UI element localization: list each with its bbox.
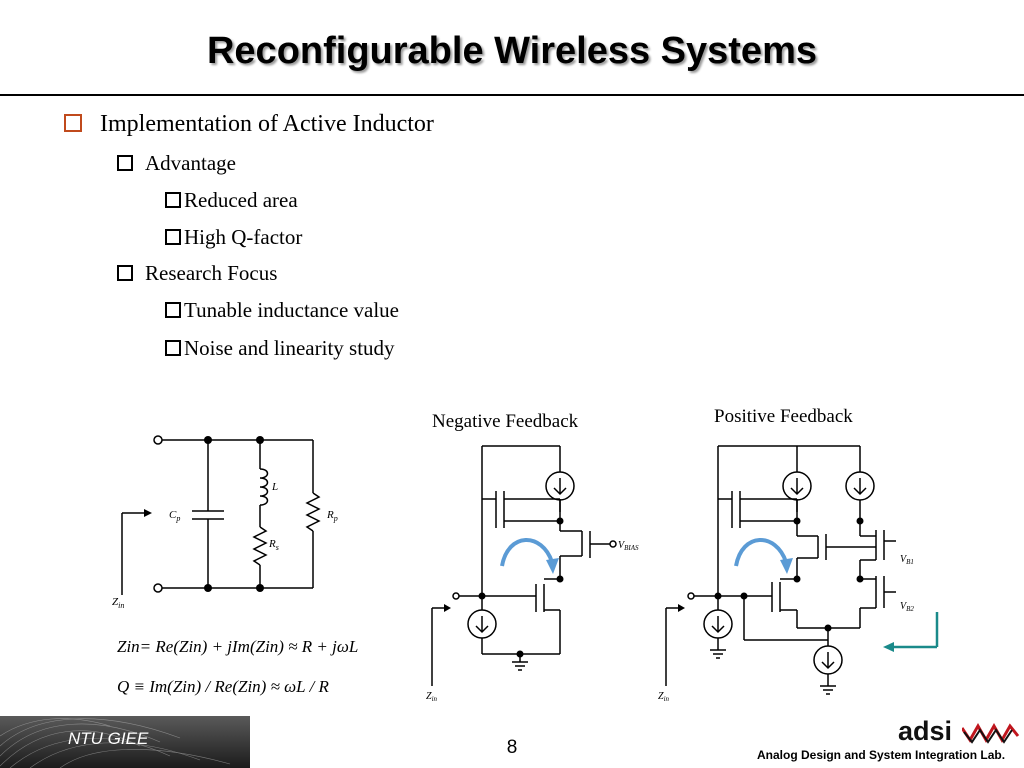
bullet-advantage: Advantage — [117, 151, 236, 176]
svg-text:Cp: Cp — [169, 509, 180, 523]
bullet-box-icon — [165, 340, 181, 357]
negative-feedback-label: Negative Feedback — [432, 411, 579, 432]
bullet-text: Tunable inductance value — [184, 298, 399, 322]
svg-text:Zin: Zin — [658, 691, 670, 703]
adsi-logo: adsi — [898, 716, 953, 746]
bullet-text: Noise and linearity study — [184, 336, 395, 360]
equation-zin: Zin= Re(Zin) + jIm(Zin) ≈ R + jωL — [117, 637, 359, 656]
bullet-box-icon — [64, 114, 82, 133]
bullet-box-icon — [117, 155, 133, 172]
bullet-box-icon — [165, 192, 181, 209]
bullet-box-icon — [165, 229, 181, 246]
bullet-box-icon — [117, 265, 133, 282]
positive-feedback-label: Positive Feedback — [714, 406, 853, 427]
svg-text:Rs: Rs — [268, 538, 279, 552]
footer-institution: NTU GIEE — [68, 729, 149, 748]
svg-text:VB2: VB2 — [900, 601, 914, 613]
bullet-text: Advantage — [145, 151, 236, 175]
bullet-text: Implementation of Active Inductor — [100, 111, 434, 137]
svg-text:Zin: Zin — [426, 691, 438, 703]
svg-text:VB1: VB1 — [900, 554, 914, 566]
equation-q-factor: Q ≡ Im(Zin) / Re(Zin) ≈ ωL / R — [117, 677, 329, 696]
bullet-text: Reduced area — [184, 188, 298, 212]
negative-feedback-circuit: VBIAS Zin — [426, 445, 639, 703]
svg-text:L: L — [271, 481, 278, 493]
svg-text:VBIAS: VBIAS — [618, 540, 639, 552]
bullet-reduced-area: Reduced area — [165, 188, 298, 213]
bullet-tunable: Tunable inductance value — [165, 298, 399, 323]
bullet-noise: Noise and linearity study — [165, 336, 395, 361]
page-number: 8 — [506, 737, 518, 758]
rlc-equivalent-circuit: L Cp Rs Rp Zin — [112, 435, 338, 610]
decorative-swirl-icon — [0, 718, 231, 768]
bullet-research-focus: Research Focus — [117, 261, 277, 286]
svg-text:Zin: Zin — [112, 596, 124, 610]
bullet-text: High Q-factor — [184, 225, 303, 249]
bullet-text: Research Focus — [145, 261, 278, 285]
positive-feedback-circuit: VB1 VB2 Zin — [658, 445, 939, 703]
bullet-high-q: High Q-factor — [165, 225, 302, 250]
svg-text:Rp: Rp — [326, 509, 338, 523]
slide-title: Reconfigurable Wireless Systems — [206, 30, 817, 72]
lab-name: Analog Design and System Integration Lab… — [757, 748, 1006, 762]
logo-wave-icon — [962, 722, 1020, 744]
title-divider — [0, 94, 1024, 96]
bullet-box-icon — [165, 302, 181, 319]
footer-banner — [0, 716, 250, 768]
bullet-active-inductor: Implementation of Active Inductor — [64, 111, 434, 138]
